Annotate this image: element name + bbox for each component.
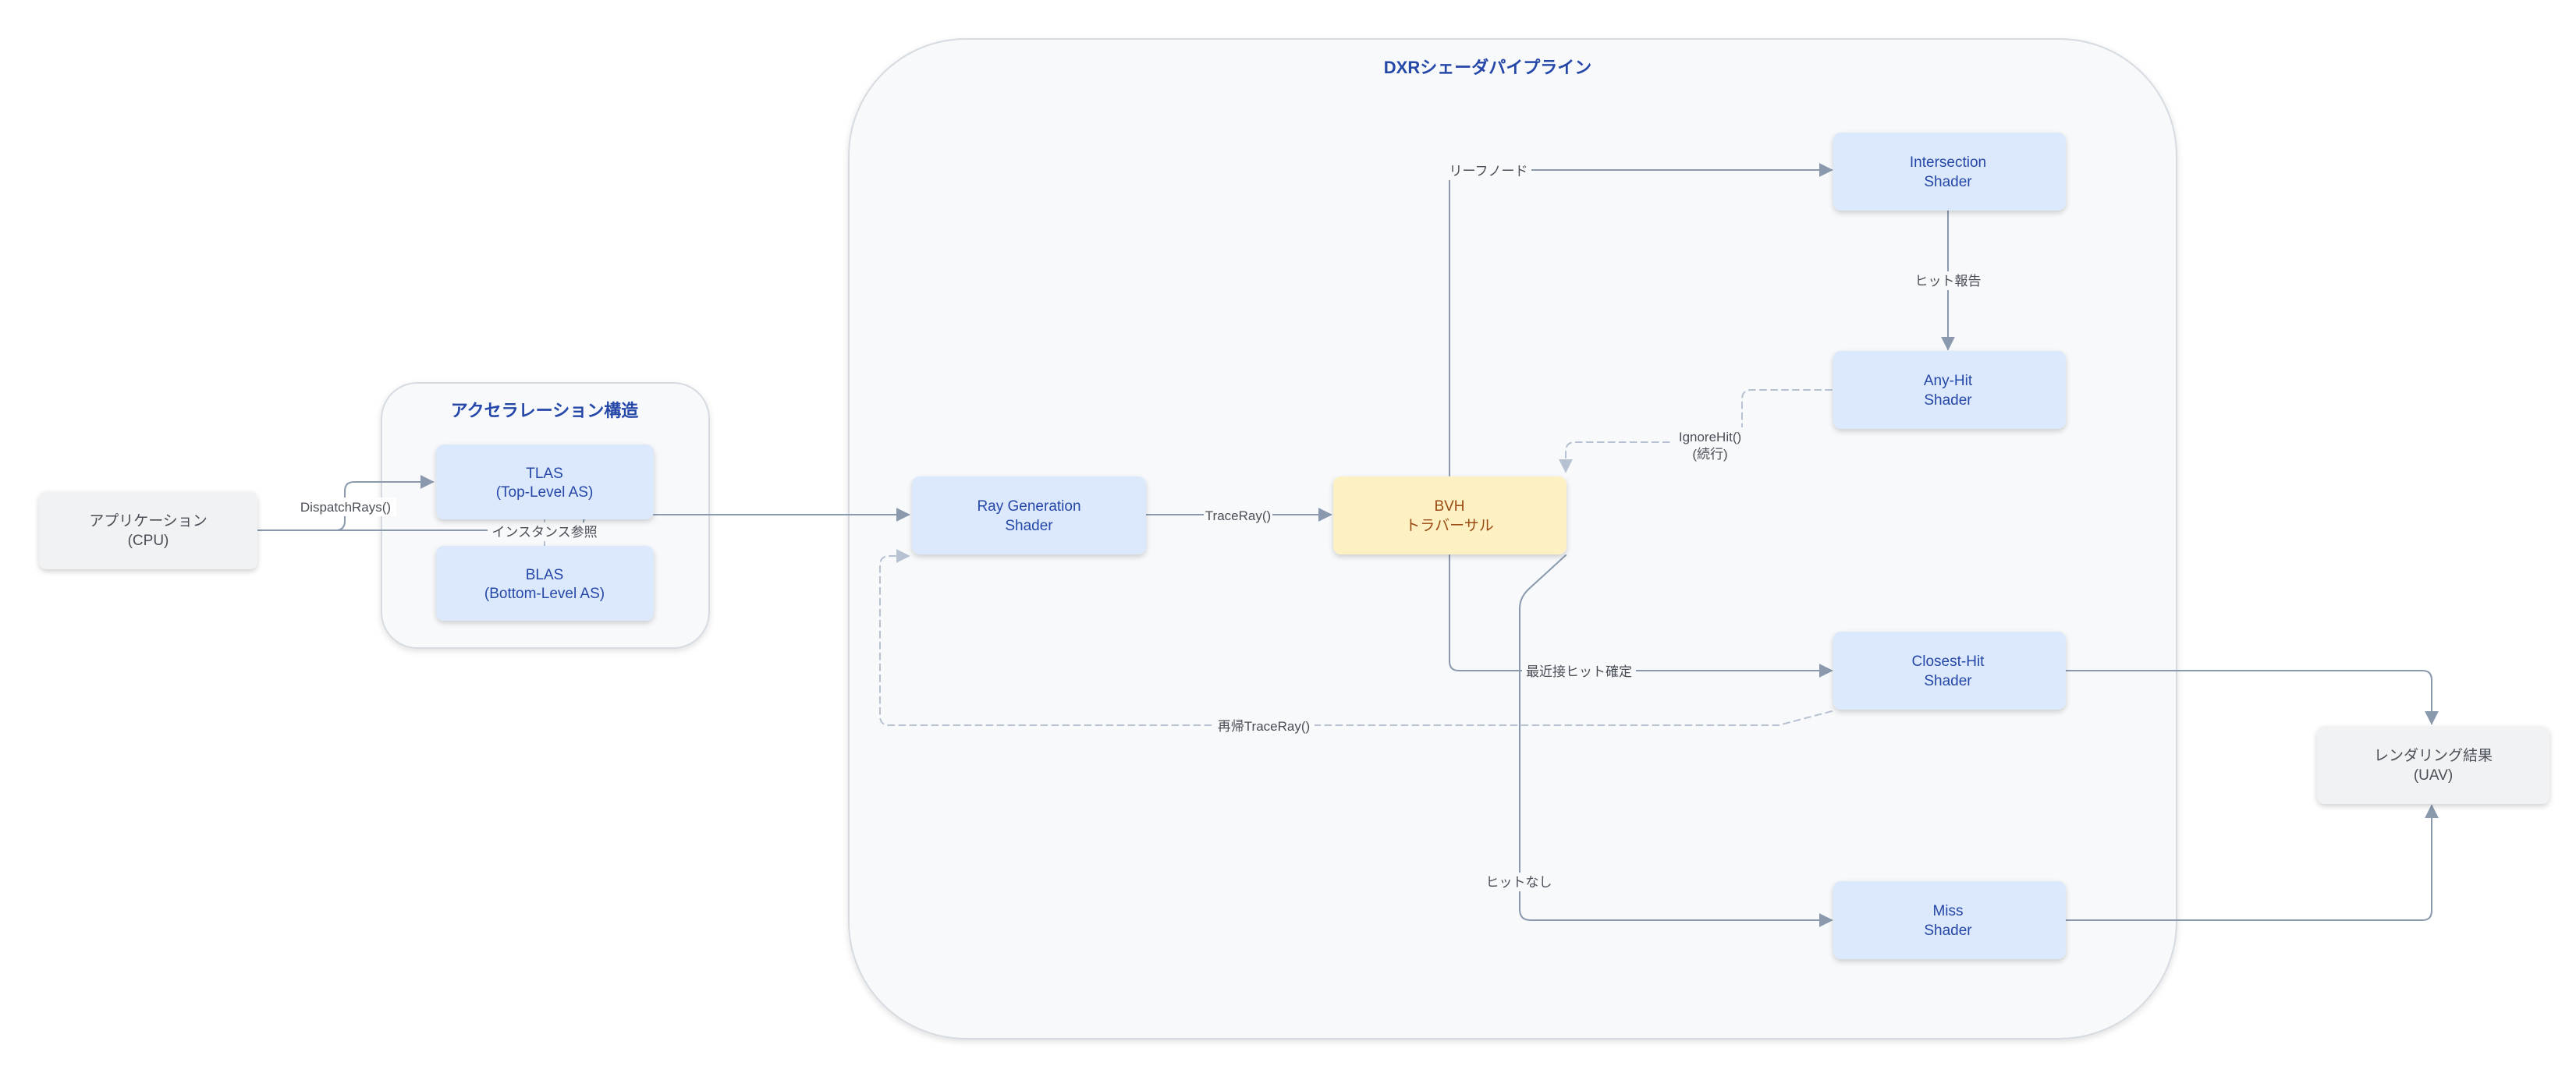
group-accel-title: アクセラレーション構造 bbox=[451, 401, 638, 420]
node-blas: BLAS (Bottom-Level AS) bbox=[436, 546, 654, 621]
label-bg bbox=[1522, 662, 1636, 681]
node-tlas-line2: (Top-Level AS) bbox=[496, 484, 594, 501]
label-bg bbox=[1446, 161, 1531, 180]
label-bg bbox=[1204, 506, 1272, 525]
node-tlas: TLAS (Top-Level AS) bbox=[436, 444, 654, 519]
edge-no-hit bbox=[1519, 554, 1833, 927]
label-bg bbox=[1672, 427, 1748, 465]
node-closesthit: Closest-Hit Shader bbox=[1833, 632, 2066, 710]
edge-miss-result bbox=[2063, 804, 2439, 921]
node-app: アプリケーション (CPU) bbox=[39, 491, 257, 569]
label-bg bbox=[1912, 271, 1984, 290]
node-bvh-line2: トラバーサル bbox=[1405, 518, 1493, 534]
node-result-line2: (UAV) bbox=[2414, 767, 2453, 784]
edge-label-traceray: TraceRay() bbox=[1205, 508, 1271, 523]
node-app-line2: (CPU) bbox=[128, 533, 169, 549]
node-raygen-line2: Shader bbox=[1005, 518, 1053, 534]
node-miss-line1: Miss bbox=[1932, 903, 1963, 919]
edge-label-ignore-hit-sub: (続行) bbox=[1692, 447, 1727, 462]
node-bvh-line1: BVH bbox=[1434, 498, 1464, 515]
node-miss: Miss Shader bbox=[1833, 881, 2066, 959]
edge-label-hit-report: ヒット報告 bbox=[1915, 274, 1982, 289]
label-bg bbox=[488, 522, 601, 541]
node-result-line1: レンダリング結果 bbox=[2374, 747, 2493, 764]
node-closesthit-line1: Closest-Hit bbox=[1912, 653, 1985, 670]
node-tlas-line1: TLAS bbox=[526, 466, 563, 482]
edge-label-leaf: リーフノード bbox=[1449, 164, 1528, 179]
node-anyhit: Any-Hit Shader bbox=[1833, 351, 2066, 429]
node-blas-line1: BLAS bbox=[526, 567, 564, 583]
edge-recursive bbox=[879, 549, 1833, 726]
node-result-box bbox=[2317, 726, 2549, 804]
edge-closest bbox=[1449, 554, 1833, 678]
node-miss-box bbox=[1833, 881, 2066, 959]
node-blas-line2: (Bottom-Level AS) bbox=[484, 586, 605, 602]
label-bg bbox=[1213, 717, 1315, 735]
edge-label-recursive: 再帰TraceRay() bbox=[1218, 719, 1310, 734]
edge-label-closest: 最近接ヒット確定 bbox=[1526, 664, 1632, 679]
edge-labels: DispatchRays() インスタンス参照 TraceRay() リーフノー… bbox=[295, 161, 1984, 891]
node-raygen-line1: Ray Generation bbox=[977, 498, 1080, 515]
edge-label-instance: インスタンス参照 bbox=[491, 525, 597, 540]
node-anyhit-box bbox=[1833, 351, 2066, 429]
node-bvh-box bbox=[1333, 476, 1567, 554]
node-closesthit-box bbox=[1833, 632, 2066, 710]
edge-label-ignore-hit: IgnoreHit() bbox=[1679, 430, 1741, 444]
node-raygen: Ray Generation Shader bbox=[912, 476, 1146, 554]
node-intersection: Intersection Shader bbox=[1833, 133, 2066, 211]
node-intersection-line1: Intersection bbox=[1910, 154, 1986, 171]
label-bg bbox=[1481, 873, 1556, 891]
node-miss-line2: Shader bbox=[1924, 923, 1972, 939]
node-result: レンダリング結果 (UAV) bbox=[2317, 726, 2549, 804]
node-anyhit-line1: Any-Hit bbox=[1924, 373, 1973, 389]
group-pipeline-title: DXRシェーダパイプライン bbox=[1384, 58, 1591, 77]
node-intersection-box bbox=[1833, 133, 2066, 211]
node-intersection-line2: Shader bbox=[1924, 174, 1972, 190]
nodes: アプリケーション (CPU) TLAS (Top-Level AS) BLAS … bbox=[39, 133, 2549, 959]
node-tlas-box bbox=[436, 444, 654, 519]
edge-label-dispatch: DispatchRays() bbox=[300, 500, 391, 515]
node-raygen-box bbox=[912, 476, 1146, 554]
edge-label-no-hit: ヒットなし bbox=[1486, 875, 1552, 890]
node-blas-box bbox=[436, 546, 654, 621]
label-bg bbox=[295, 498, 396, 516]
node-app-line1: アプリケーション bbox=[89, 512, 208, 529]
node-anyhit-line2: Shader bbox=[1924, 392, 1972, 409]
node-bvh: BVH トラバーサル bbox=[1333, 476, 1567, 554]
node-app-box bbox=[39, 491, 257, 569]
edge-closest-result bbox=[2063, 670, 2439, 725]
node-closesthit-line2: Shader bbox=[1924, 673, 1972, 689]
